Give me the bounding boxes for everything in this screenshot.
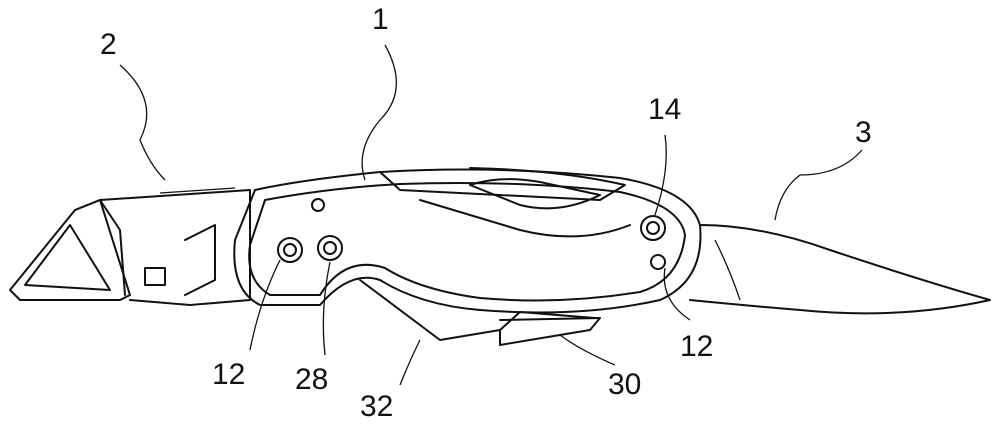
leader-lines <box>120 45 862 385</box>
label-14: 14 <box>648 95 681 125</box>
blade <box>690 225 990 313</box>
label-30: 30 <box>608 370 641 400</box>
label-2: 2 <box>100 30 117 60</box>
label-12-right: 12 <box>680 332 713 362</box>
handle <box>234 168 700 312</box>
utility-blade-holder <box>10 188 250 305</box>
label-28: 28 <box>295 365 328 395</box>
screws <box>278 199 665 269</box>
label-32: 32 <box>360 392 393 422</box>
label-12-left: 12 <box>212 360 245 390</box>
label-3: 3 <box>855 118 872 148</box>
label-1: 1 <box>372 5 389 35</box>
